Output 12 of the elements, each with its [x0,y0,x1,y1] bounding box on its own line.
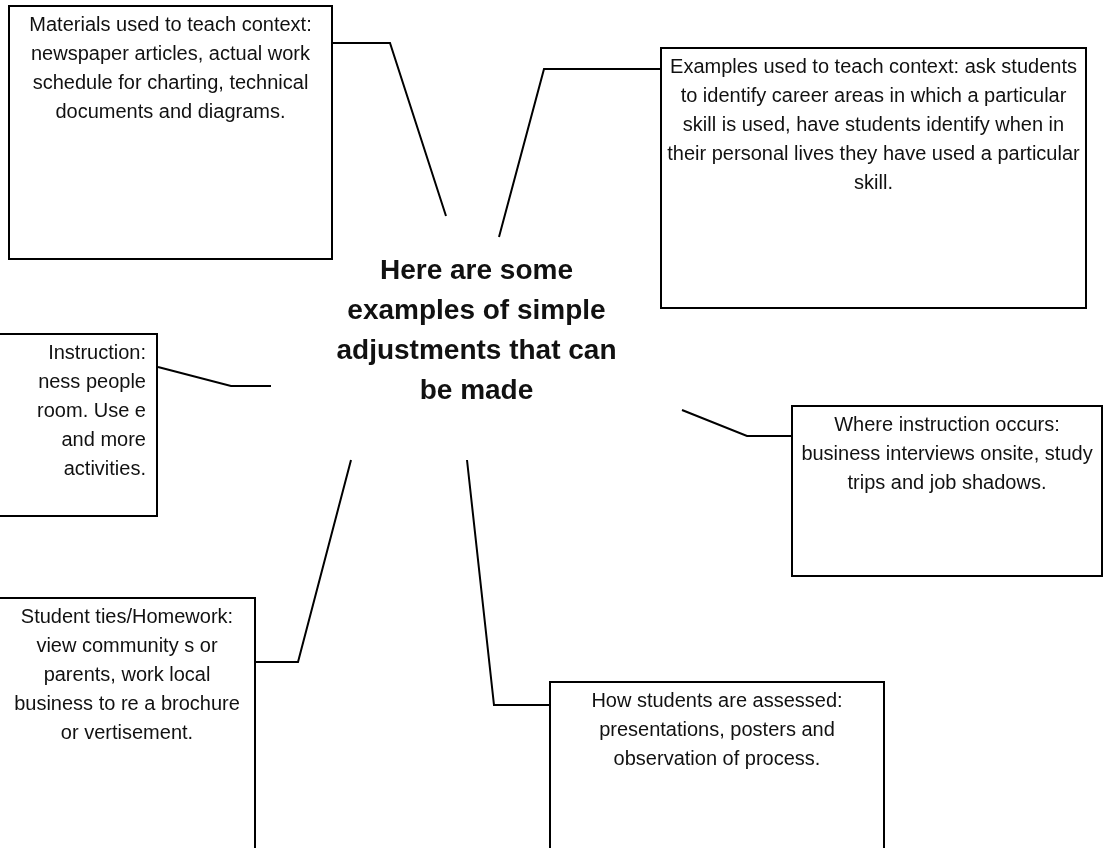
text-box: Materials used to teach context: newspaper articles, actual work schedule for charting, technical documents and diagrams. [8,5,333,260]
text-box: Where instruction occurs: business interviews onsite, study trips and job shadows. [791,405,1103,577]
text-box: Examples used to teach context: ask students to identify career areas in which a particular skill is used, have students identify when in their personal lives they have used a particular skill. [660,47,1087,309]
leader-line [681,409,792,437]
text-box: Student ties/Homework: view community s or parents, work local business to re a brochure or vertisement. [0,597,256,848]
leader-line [332,42,447,217]
text-box: Instruction: ness people room. Use e and more activities. [0,333,158,517]
leader-line [255,459,352,663]
text-box: How students are assessed: presentations, posters and observation of process. [549,681,885,848]
leader-line [466,459,550,706]
leader-line [498,68,661,238]
leader-line [157,366,272,387]
